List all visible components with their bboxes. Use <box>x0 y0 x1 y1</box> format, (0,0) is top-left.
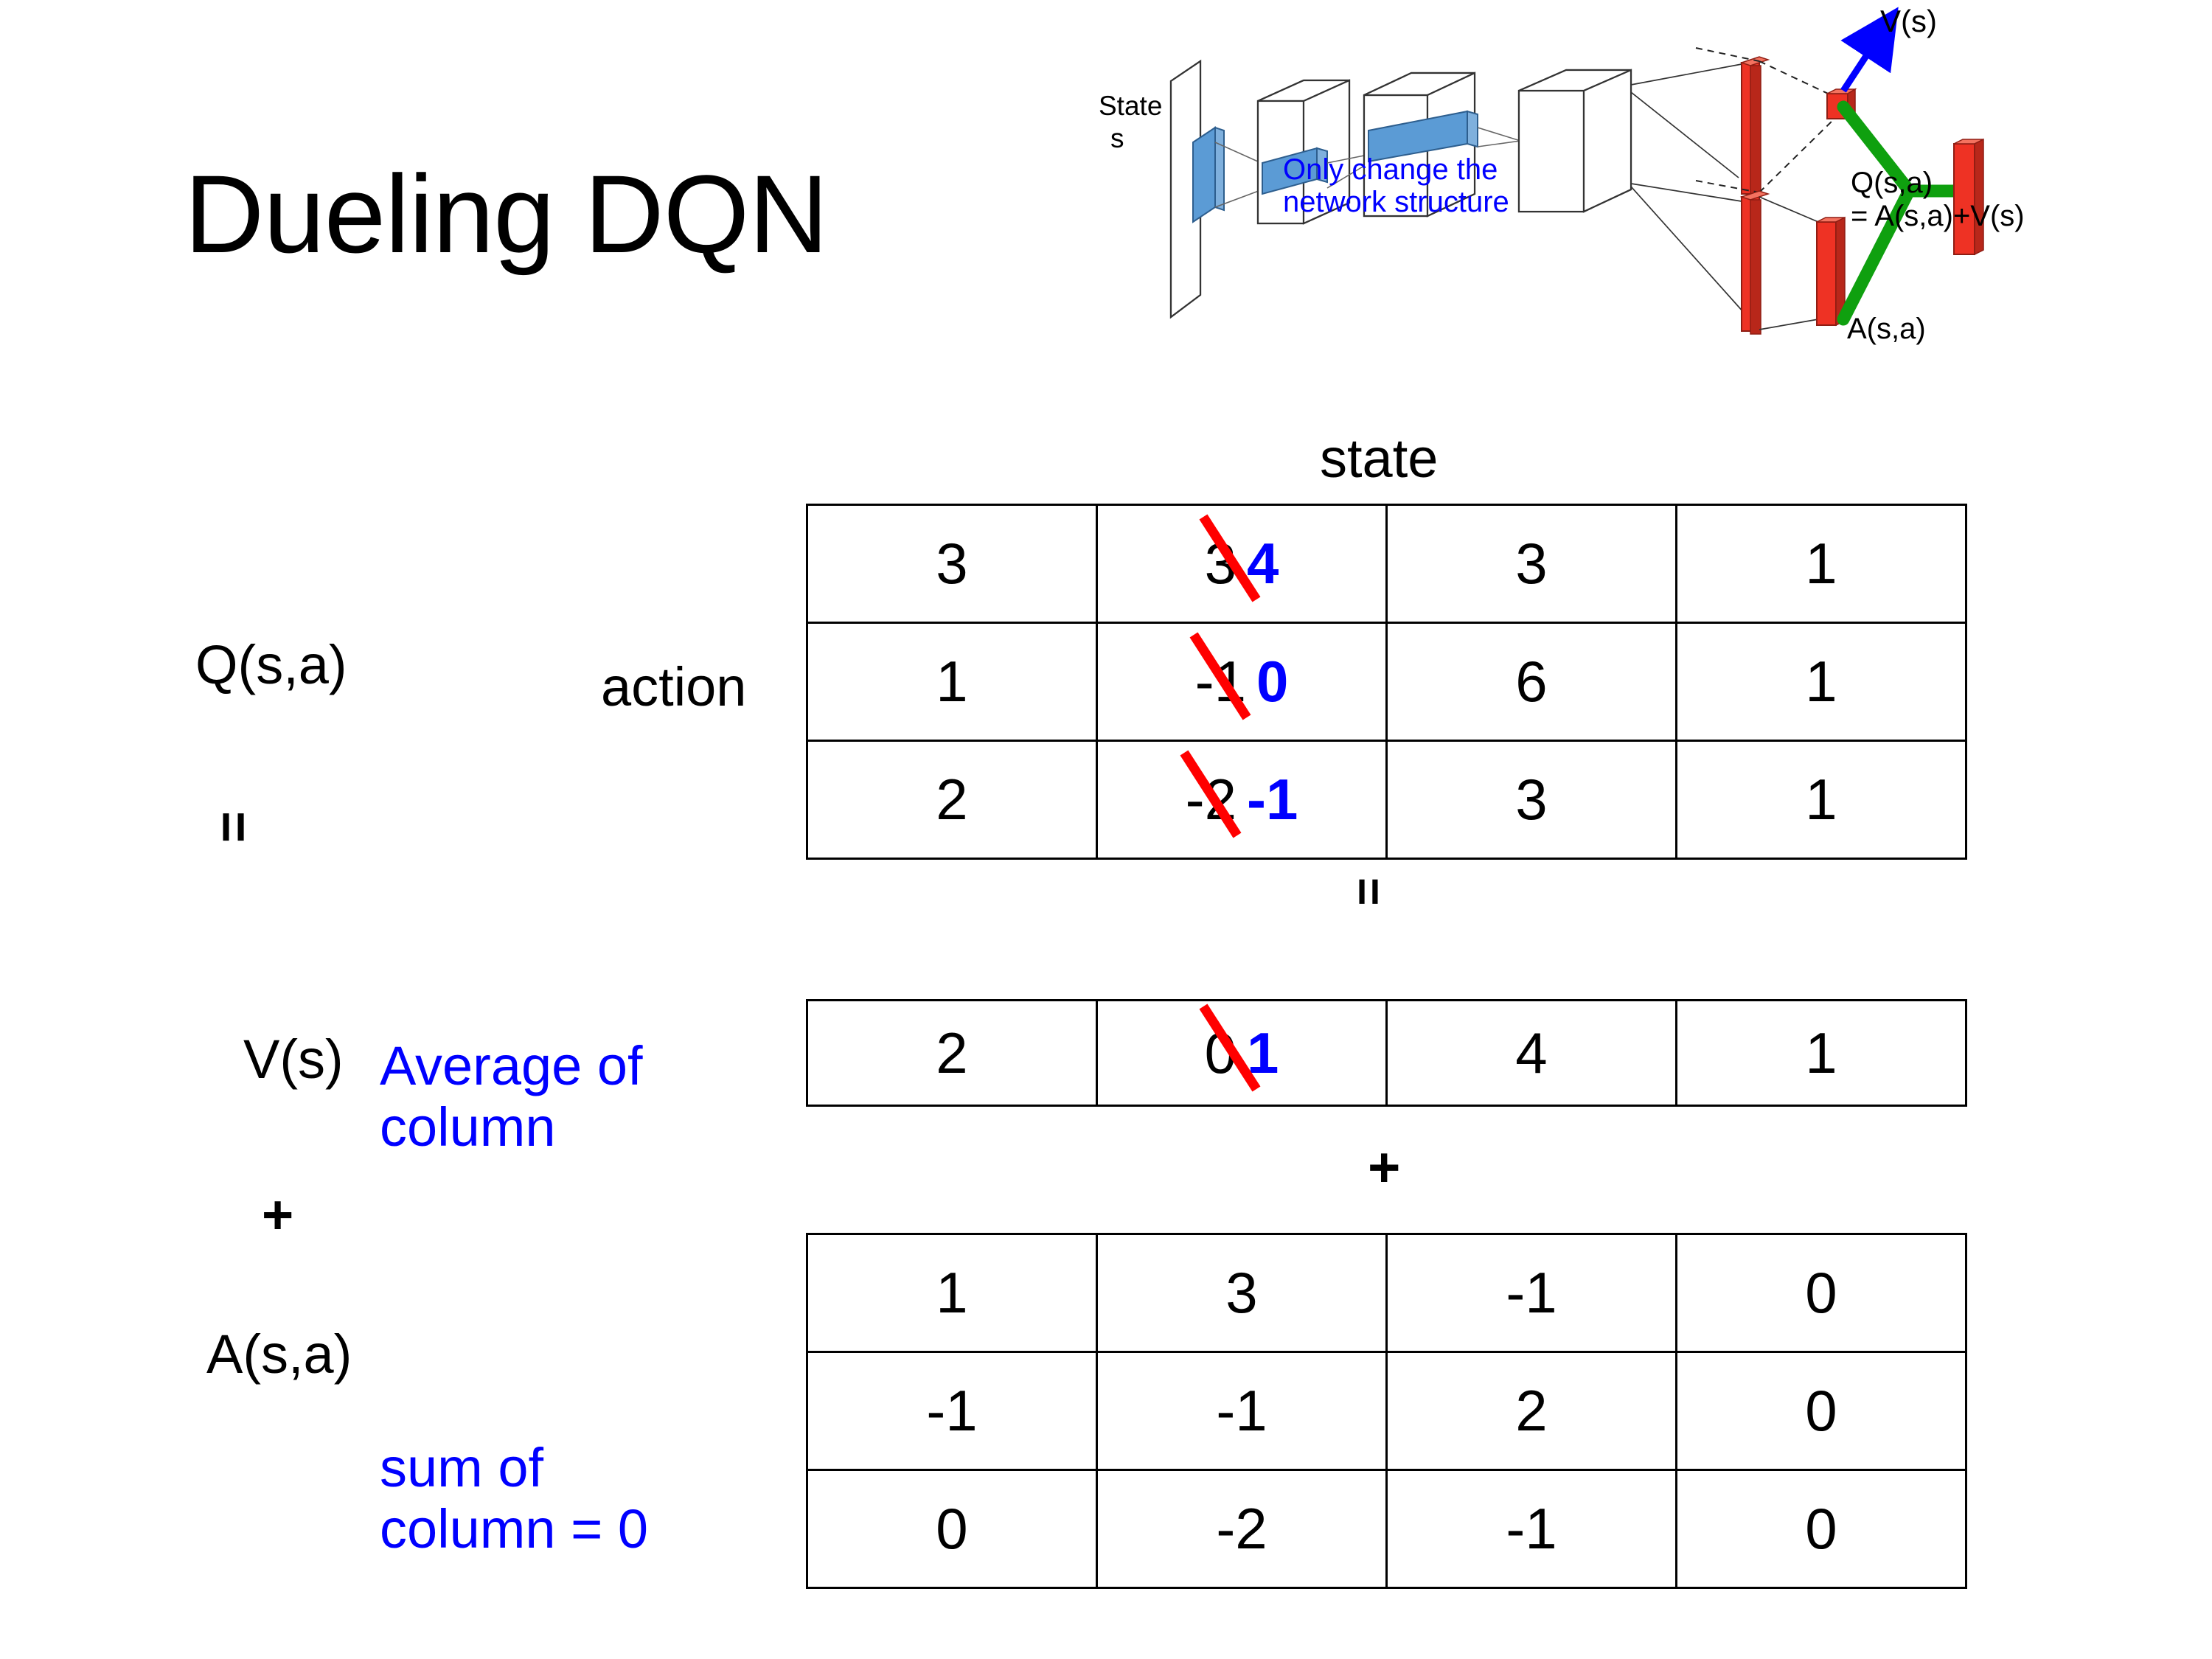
cell-content: -2-1 <box>1180 750 1298 838</box>
diagram-a-output-label: A(s,a) <box>1847 313 1926 345</box>
value-stream-bar-icon <box>1739 56 1770 198</box>
plus-sign-left: + <box>262 1184 294 1245</box>
advantage-output-bar-icon <box>1816 216 1846 327</box>
conv-block-3-icon <box>1517 69 1632 213</box>
average-note-line2: column <box>380 1096 556 1158</box>
table-cell: -1 <box>806 1351 1098 1471</box>
plus-sign-mid: + <box>1368 1136 1401 1199</box>
split-connectors <box>1630 63 1745 314</box>
advantage-stream-bar-icon <box>1739 190 1770 335</box>
sum-of-column-note: sum of column = 0 <box>380 1437 649 1560</box>
table-cell: 6 <box>1385 622 1677 742</box>
diagram-state-label-line1: State <box>1099 91 1163 121</box>
table-cell: 2 <box>1385 1351 1677 1471</box>
table-cell: 1 <box>1675 740 1967 860</box>
value-output-arrow-icon <box>1840 7 1899 93</box>
v-table-label: V(s) <box>243 1029 344 1090</box>
conv-block-1-patch-icon <box>1262 147 1328 195</box>
diagram-v-output-label: V(s) <box>1880 4 1937 38</box>
diagram-q-output-label-line1: Q(s,a) <box>1851 167 1933 199</box>
table-cell: 1 <box>1675 622 1967 742</box>
a-table-label: A(s,a) <box>206 1324 352 1385</box>
new-value: -1 <box>1247 767 1298 832</box>
old-value: 3 <box>1199 514 1261 602</box>
table-cell: -1 <box>1096 1351 1388 1471</box>
table-cell: 3 <box>1385 740 1677 860</box>
table-cell: 3 <box>806 504 1098 624</box>
network-diagram-svg <box>1169 7 1984 335</box>
table-cell: 0 <box>1675 1351 1967 1471</box>
strikeout-icon <box>1189 632 1251 720</box>
new-value: 0 <box>1256 649 1289 714</box>
input-plane-icon <box>1169 59 1202 319</box>
table-cell: 0 <box>1675 1469 1967 1589</box>
table-cell: 3 <box>1096 1233 1388 1353</box>
value-dashed-links <box>1695 47 1838 193</box>
table-cell: 1 <box>806 1233 1098 1353</box>
table-cell: -2 <box>1096 1469 1388 1589</box>
table-cell: 4 <box>1385 999 1677 1107</box>
equals-sign-2: = <box>1342 877 1397 906</box>
diagram-state-label-line2: s <box>1110 123 1124 153</box>
table-cell-edited: -2-1 <box>1096 740 1388 860</box>
page-title: Dueling DQN <box>184 152 829 276</box>
table-cell: -1 <box>1385 1469 1677 1589</box>
q-table-label: Q(s,a) <box>195 634 347 695</box>
old-value: -1 <box>1189 632 1251 720</box>
average-of-column-note: Average of column <box>380 1035 643 1158</box>
table-cell: 3 <box>1385 504 1677 624</box>
input-patch-icon <box>1192 126 1225 223</box>
table-cell: 1 <box>1675 504 1967 624</box>
table-cell: 0 <box>1675 1233 1967 1353</box>
table-cell: -1 <box>1385 1233 1677 1353</box>
table-cell: 0 <box>806 1469 1098 1589</box>
sum-note-line1: sum of <box>380 1437 544 1498</box>
equals-sign-1: = <box>204 811 265 844</box>
sum-note-line2: column = 0 <box>380 1498 649 1559</box>
diagram-note-line1: Only change the <box>1283 153 1498 186</box>
diagram-note-line2: network structure <box>1283 186 1509 218</box>
average-note-line1: Average of <box>380 1035 643 1096</box>
strikeout-icon <box>1180 750 1242 838</box>
table-cell: 1 <box>806 622 1098 742</box>
new-value: 1 <box>1247 1020 1279 1085</box>
dueling-network-diagram: State s Only change the network structur… <box>1099 4 2197 402</box>
state-axis-label: state <box>1320 428 1439 489</box>
table-cell: 2 <box>806 999 1098 1107</box>
action-axis-label: action <box>601 656 747 717</box>
old-value: -2 <box>1180 750 1242 838</box>
conv-block-2-patch-icon <box>1368 110 1478 163</box>
new-value: 4 <box>1247 531 1279 596</box>
advantage-connectors <box>1759 196 1819 330</box>
table-cell: 2 <box>806 740 1098 860</box>
old-value: 0 <box>1199 1003 1261 1092</box>
diagram-q-output-label-line2: = A(s,a)+V(s) <box>1851 200 2025 232</box>
q-output-bar-icon <box>1953 138 1984 256</box>
table-cell: 1 <box>1675 999 1967 1107</box>
